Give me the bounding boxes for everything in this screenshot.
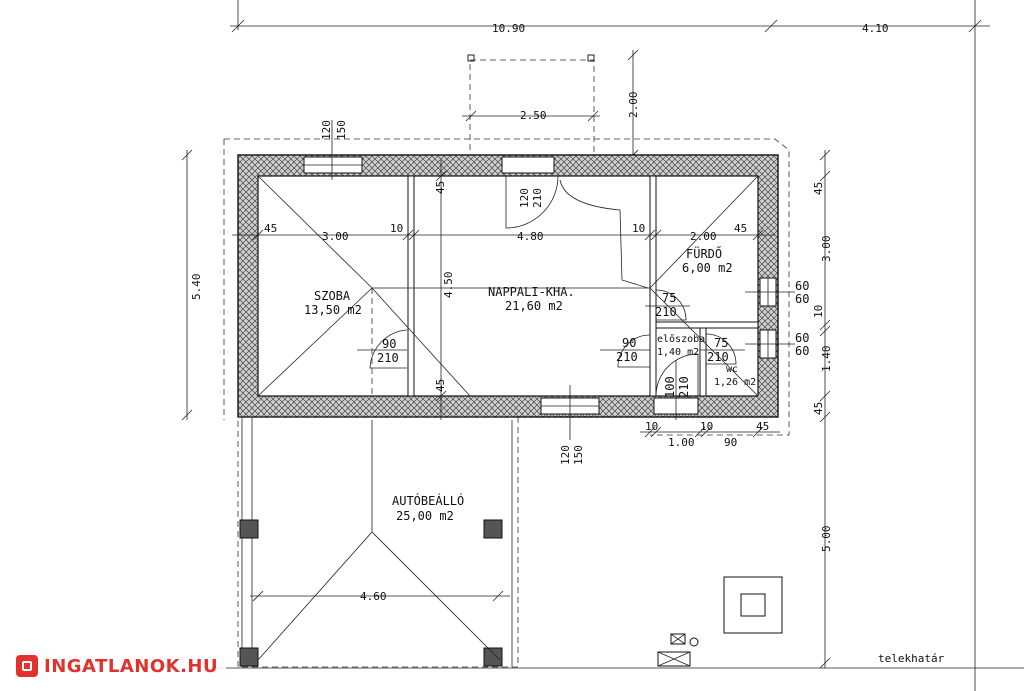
dim-bottom-10b: 10 — [700, 420, 713, 433]
dim-carport-width: 4.60 — [360, 590, 387, 603]
dim-nappali-bottom: 45 — [434, 379, 447, 392]
terrace-outline — [462, 49, 639, 161]
door-furdo-height: 210 — [655, 305, 677, 319]
door-furdo — [645, 289, 690, 321]
door-szoba-width: 90 — [382, 337, 396, 351]
room-furdo-area: 6,00 m2 — [682, 261, 733, 275]
win-right-2-width: 60 — [795, 331, 809, 345]
door-eloszoba-height: 210 — [616, 350, 638, 364]
room-eloszoba-area: 1,40 m2 — [657, 347, 699, 358]
win-right-1-width: 60 — [795, 279, 809, 293]
dim-szoba-width: 3.00 — [322, 230, 349, 243]
boundary-label: telekhatár — [878, 652, 945, 665]
dim-right-10: 10 — [812, 305, 825, 318]
win-bottom-height: 150 — [572, 445, 585, 465]
dim-bottom-10a: 10 — [645, 420, 658, 433]
door-entry-width: 120 — [518, 188, 531, 208]
dim-plot-depth: 5.00 — [820, 526, 833, 553]
dim-furdo-width: 2.00 — [690, 230, 717, 243]
utility-box — [657, 576, 783, 667]
roof-ridge-lines — [257, 175, 759, 397]
room-nappali-name: NAPPALI-KHA. — [488, 285, 575, 299]
door-szoba-height: 210 — [377, 351, 399, 365]
dim-bottom-45: 45 — [756, 420, 769, 433]
room-wc-name: wc — [726, 364, 738, 375]
dim-nappali-top: 45 — [434, 181, 447, 194]
door-entry-height: 210 — [531, 188, 544, 208]
door-wc-height: 210 — [707, 350, 729, 364]
door-front-height: 210 — [677, 376, 691, 398]
door-front — [653, 353, 699, 420]
bottom-dimension-line — [640, 426, 780, 438]
dim-right-45-top: 45 — [812, 182, 825, 195]
win-bottom-width: 120 — [559, 445, 572, 465]
win-top-left-width: 120 — [320, 120, 333, 140]
dim-wall-left: 45 — [264, 222, 277, 235]
dim-terrace-width: 2.50 — [520, 109, 547, 122]
dim-terrace-depth: 2.00 — [627, 92, 640, 119]
carport-outline — [237, 416, 519, 668]
window-top-left — [303, 120, 363, 180]
logo-icon — [16, 655, 38, 677]
door-szoba — [357, 329, 408, 369]
dim-top-total: 10.90 — [492, 22, 525, 35]
door-wc — [700, 333, 745, 365]
door-eloszoba-width: 90 — [622, 336, 636, 350]
dim-furdo-depth: 3.00 — [820, 236, 833, 263]
door-wc-width: 75 — [714, 336, 728, 350]
site-logo[interactable]: INGATLANOK.HU — [8, 651, 227, 681]
room-autobeallo-area: 25,00 m2 — [396, 509, 454, 523]
room-nappali-area: 21,60 m2 — [505, 299, 563, 313]
dim-nappali-width: 4.80 — [517, 230, 544, 243]
room-szoba-area: 13,50 m2 — [304, 303, 362, 317]
room-szoba-name: SZOBA — [314, 289, 351, 303]
dim-bottom-90: 90 — [724, 436, 737, 449]
door-entry — [501, 156, 649, 289]
dim-wall-10b: 10 — [632, 222, 645, 235]
door-furdo-width: 75 — [662, 291, 676, 305]
dim-wall-right: 45 — [734, 222, 747, 235]
room-furdo-name: FÜRDŐ — [686, 245, 722, 261]
win-top-left-height: 150 — [335, 120, 348, 140]
left-height-dim — [181, 149, 193, 421]
dim-nappali-depth: 4.50 — [442, 272, 455, 299]
door-eloszoba — [600, 334, 651, 368]
inner-dimension-line — [232, 229, 775, 241]
top-dimension-line — [230, 19, 990, 33]
dim-top-right: 4.10 — [862, 22, 889, 35]
logo-text: INGATLANOK.HU — [44, 655, 219, 677]
window-bottom — [540, 385, 600, 440]
window-right-1 — [745, 277, 795, 307]
dim-left-height: 5.40 — [190, 274, 203, 301]
roof-outline — [223, 138, 790, 436]
exterior-walls — [237, 154, 779, 418]
nappali-vertical-dim — [435, 160, 447, 420]
dim-bottom-100: 1.00 — [668, 436, 695, 449]
door-front-width: 100 — [663, 376, 677, 398]
room-wc-area: 1,26 m2 — [714, 377, 756, 388]
win-right-2-height: 60 — [795, 344, 809, 358]
dim-wall-10a: 10 — [390, 222, 403, 235]
room-autobeallo-name: AUTÓBEÁLLÓ — [392, 493, 464, 508]
win-right-1-height: 60 — [795, 292, 809, 306]
dim-eloszoba-depth: 1.40 — [820, 346, 833, 373]
interior-walls — [407, 175, 759, 397]
right-vertical-dim — [819, 149, 831, 669]
plot-boundary — [210, 0, 1024, 691]
window-right-2 — [745, 329, 795, 359]
dim-right-45-bottom: 45 — [812, 402, 825, 415]
room-eloszoba-name: előszoba — [657, 333, 705, 345]
